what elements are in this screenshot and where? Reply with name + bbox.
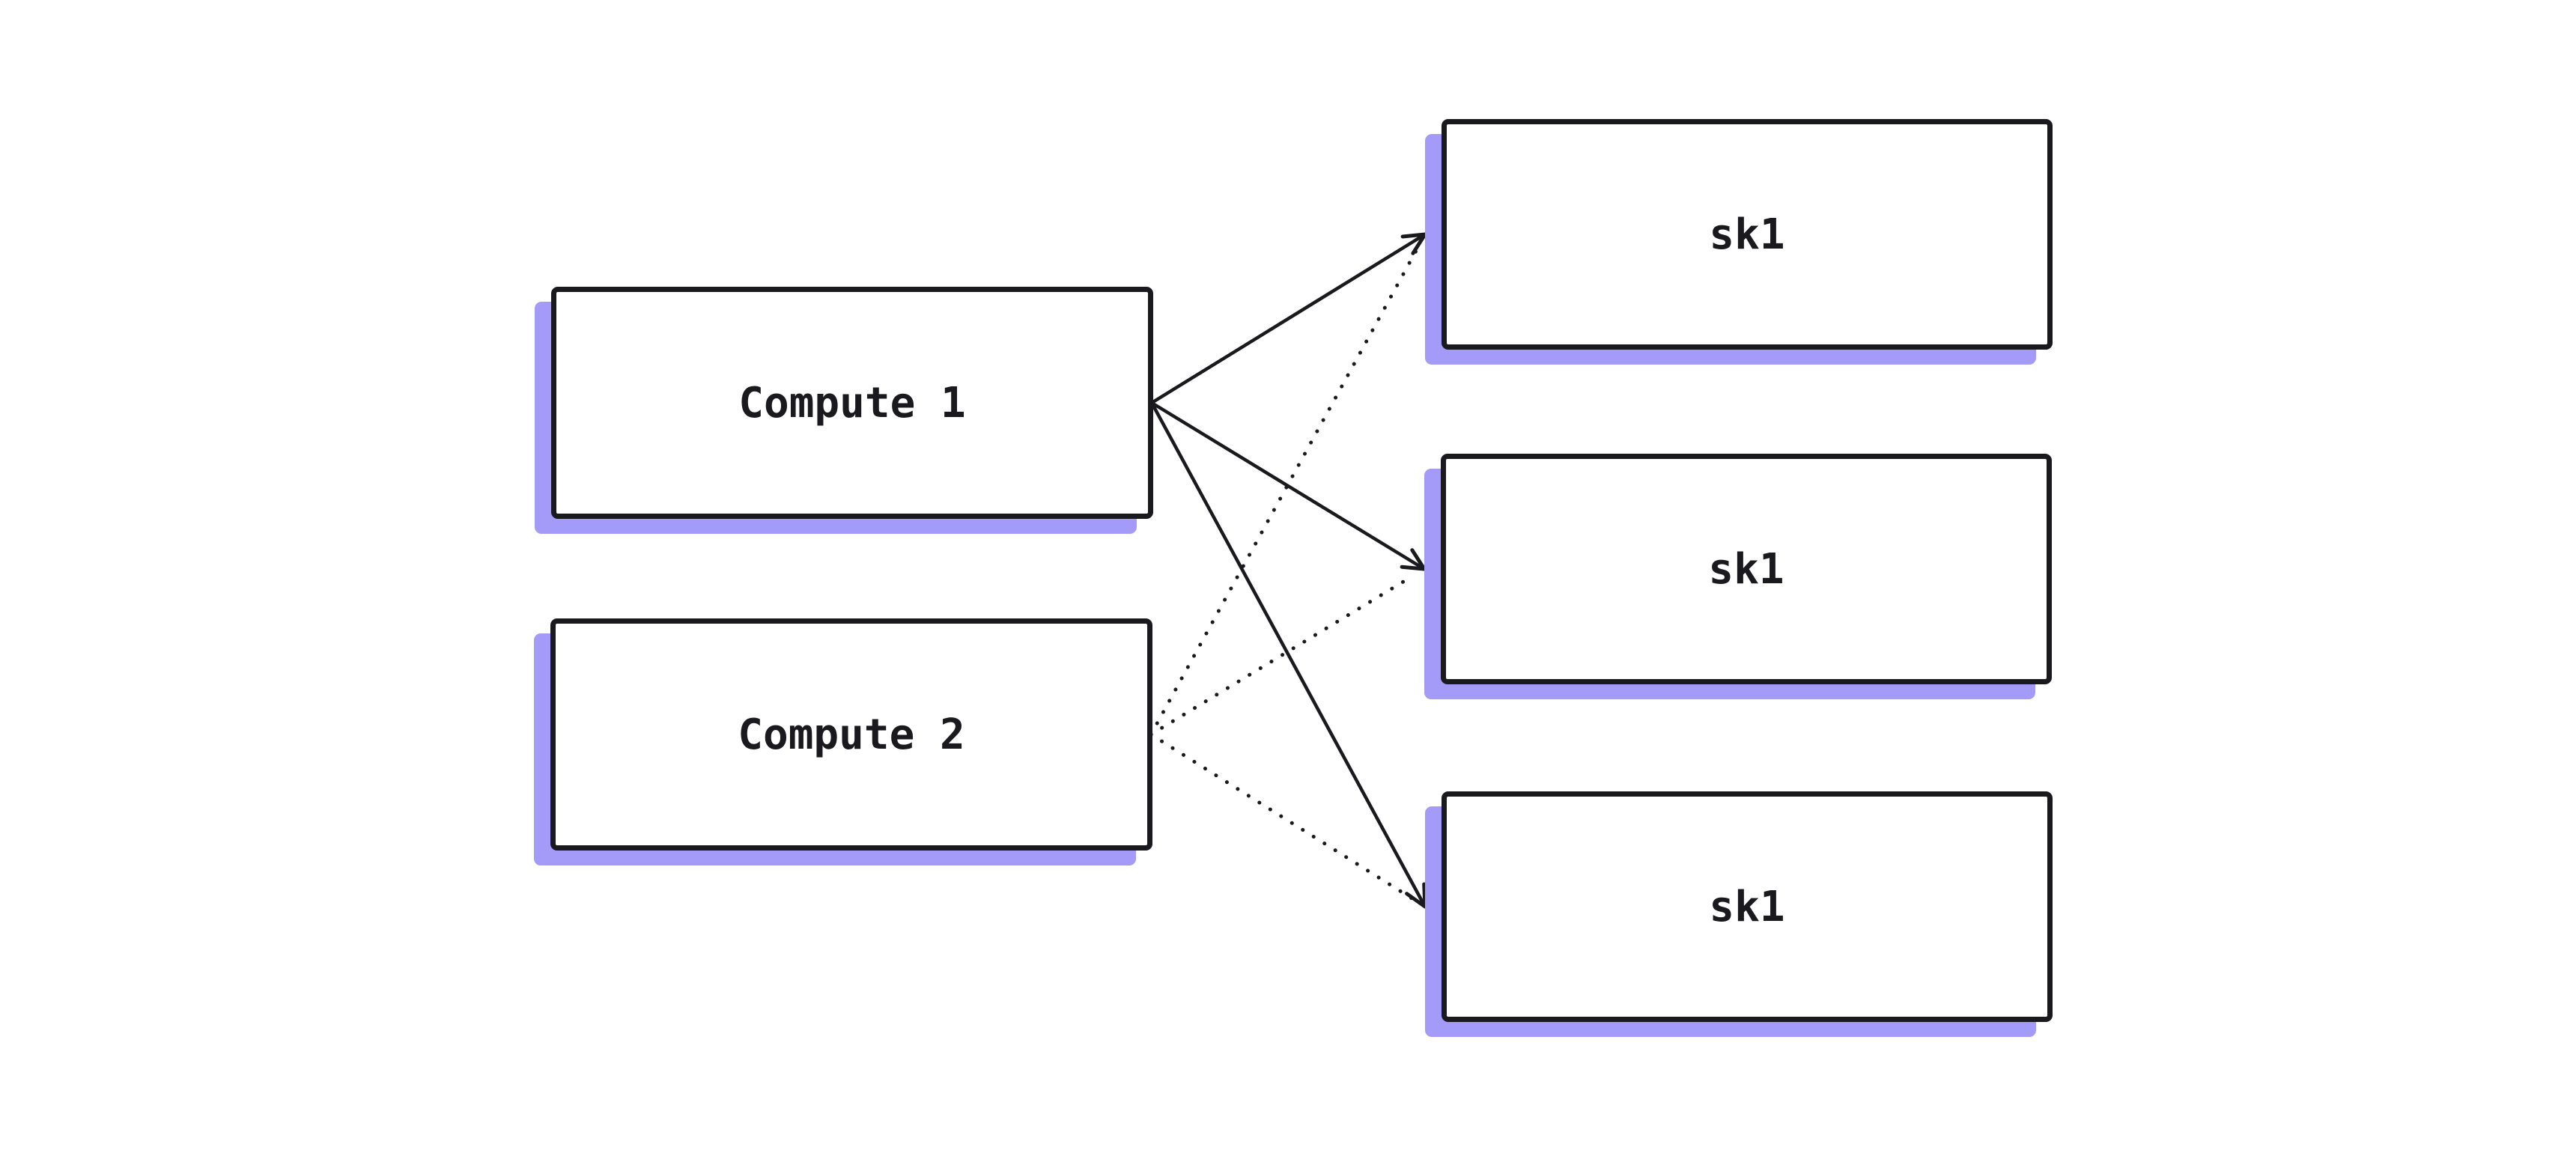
node-sk1-middle-label: sk1 [1708, 544, 1784, 594]
node-sk1-bottom: sk1 [1442, 791, 2053, 1022]
node-compute-2-label: Compute 2 [738, 710, 965, 759]
edge-compute1-to-sk1-top [1149, 232, 1427, 405]
node-compute-2: Compute 2 [550, 618, 1152, 851]
node-sk1-top: sk1 [1442, 119, 2053, 350]
edge-compute2-to-sk1-bottom [1149, 732, 1416, 901]
node-compute-1-label: Compute 1 [738, 378, 966, 428]
arrowhead-compute1-to-sk1-middle [1400, 548, 1427, 571]
edge-compute1-to-sk1-bottom [1149, 401, 1427, 909]
node-sk1-middle: sk1 [1441, 454, 2052, 684]
edge-compute2-to-sk1-middle [1149, 574, 1415, 737]
node-compute-1: Compute 1 [551, 287, 1153, 519]
node-sk1-bottom-label: sk1 [1709, 882, 1785, 931]
node-sk1-top-label: sk1 [1709, 210, 1785, 259]
arrowhead-compute1-to-sk1-top [1400, 232, 1427, 255]
edge-compute1-to-sk1-middle [1149, 401, 1427, 571]
